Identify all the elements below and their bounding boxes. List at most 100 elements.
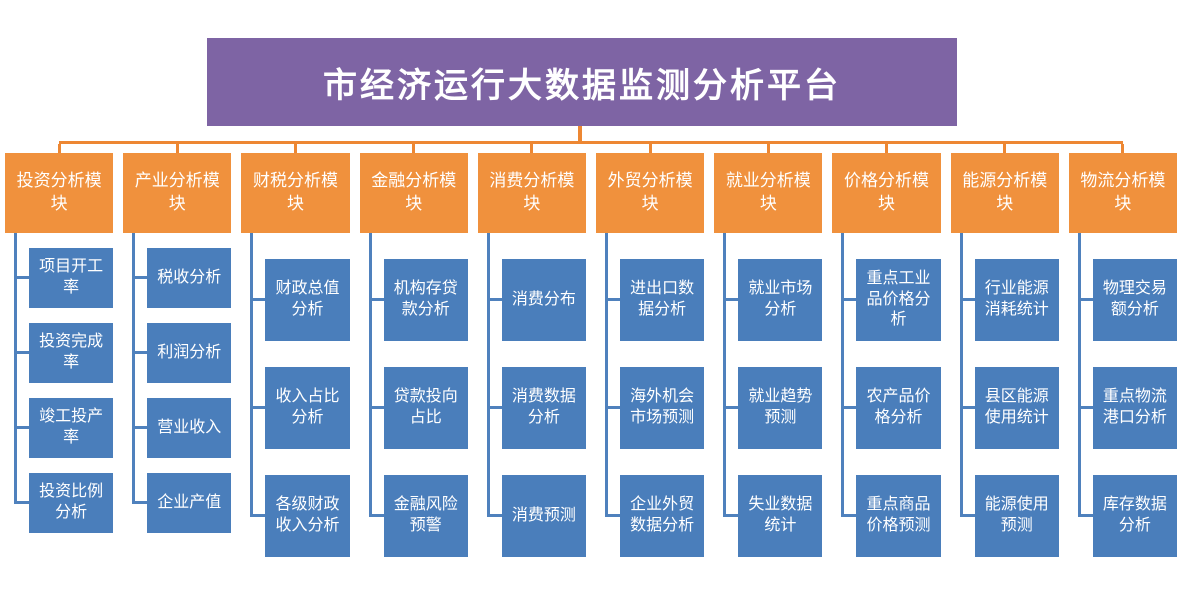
module-title: 产业分析模块 [134,171,220,213]
connector-rail [250,233,254,517]
connector-stub [57,144,61,153]
sub-item-wrap: 库存数据分析 [1077,475,1178,557]
sub-item: 营业收入 [147,398,232,458]
platform-title-banner: 市经济运行大数据监测分析平台 [207,38,957,126]
sub-item: 消费数据分析 [501,367,587,449]
sub-item-wrap: 进出口数据分析 [604,259,705,341]
sub-item: 进出口数据分析 [620,259,705,341]
sub-item-wrap: 企业外贸数据分析 [604,475,705,557]
module-header-fiscal-tax: 财税分析模块 [241,153,350,233]
module-items: 财政总值分析 收入占比分析 各级财政收入分析 [241,233,350,595]
module-header-price: 价格分析模块 [832,153,941,233]
module-items: 机构存贷款分析 贷款投向占比 金融风险预警 [360,233,468,595]
column-price: 价格分析模块 重点工业品价格分析 农产品价格分析 重点商品价格预测 [827,144,945,595]
sub-item-wrap: 行业能源消耗统计 [959,259,1059,341]
sub-item-wrap: 县区能源使用统计 [959,367,1059,449]
sub-item: 财政总值分析 [265,259,350,341]
sub-item-wrap: 就业市场分析 [723,259,823,341]
column-energy: 能源分析模块 行业能源消耗统计 县区能源使用统计 能源使用预测 [946,144,1064,595]
module-header-energy: 能源分析模块 [950,153,1059,233]
sub-item-wrap: 竣工投产率 [13,398,114,458]
column-fiscal-tax: 财税分析模块 财政总值分析 收入占比分析 各级财政收入分析 [236,144,354,595]
sub-item-wrap: 财政总值分析 [250,259,350,341]
connector-stub [412,144,416,153]
connector-stub [648,144,652,153]
sub-item: 失业数据统计 [738,475,823,557]
sub-item: 企业产值 [147,473,232,533]
connector-rail [368,233,372,517]
sub-item: 投资比例分析 [29,473,114,533]
connector-rail [959,233,963,517]
sub-item: 就业市场分析 [738,259,823,341]
sub-item: 重点物流港口分析 [1092,367,1178,449]
module-items: 消费分布 消费数据分析 消费预测 [478,233,587,595]
sub-item-wrap: 项目开工率 [13,248,114,308]
connector-rail [14,233,17,504]
sub-item: 各级财政收入分析 [265,475,350,557]
module-items: 项目开工率 投资完成率 竣工投产率 投资比例分析 [5,233,114,595]
module-items: 进出口数据分析 海外机会市场预测 企业外贸数据分析 [596,233,705,595]
column-foreign-trade: 外贸分析模块 进出口数据分析 海外机会市场预测 企业外贸数据分析 [591,144,709,595]
sub-item-wrap: 重点工业品价格分析 [841,259,941,341]
connector-stub [1121,144,1125,153]
sub-item-wrap: 重点物流港口分析 [1077,367,1178,449]
sub-item-wrap: 投资比例分析 [13,473,114,533]
sub-item-wrap: 收入占比分析 [250,367,350,449]
column-investment: 投资分析模块 项目开工率 投资完成率 竣工投产率 投资比例分析 [0,144,118,595]
sub-item: 收入占比分析 [265,367,350,449]
column-logistics: 物流分析模块 物理交易额分析 重点物流港口分析 库存数据分析 [1064,144,1182,595]
connector-rail [841,233,845,517]
module-title: 就业分析模块 [725,171,811,213]
sub-item-wrap: 贷款投向占比 [368,367,468,449]
sub-item: 消费分布 [501,259,587,341]
sub-item-wrap: 机构存贷款分析 [368,259,468,341]
sub-item-wrap: 消费数据分析 [486,367,587,449]
sub-item: 贷款投向占比 [383,367,468,449]
sub-item: 行业能源消耗统计 [974,259,1059,341]
connector-rail [605,233,609,517]
sub-item: 项目开工率 [29,248,114,308]
sub-item-wrap: 投资完成率 [13,323,114,383]
sub-item: 机构存贷款分析 [383,259,468,341]
module-title: 外贸分析模块 [607,171,693,213]
sub-item: 就业趋势预测 [738,367,823,449]
sub-item-wrap: 农产品价格分析 [841,367,941,449]
sub-item-wrap: 税收分析 [132,248,232,308]
module-title: 财税分析模块 [253,171,338,213]
module-columns: 投资分析模块 项目开工率 投资完成率 竣工投产率 投资比例分析 产业分析模块 税… [0,144,1182,595]
connector-rail [723,233,727,517]
module-title: 投资分析模块 [16,171,102,213]
module-title: 金融分析模块 [371,171,457,213]
sub-item-wrap: 重点商品价格预测 [841,475,941,557]
module-title: 物流分析模块 [1080,171,1166,213]
module-header-employment: 就业分析模块 [714,153,823,233]
connector-stub [294,144,297,153]
module-header-finance: 金融分析模块 [359,153,468,233]
sub-item-wrap: 各级财政收入分析 [250,475,350,557]
module-items: 重点工业品价格分析 农产品价格分析 重点商品价格预测 [832,233,941,595]
sub-item-wrap: 失业数据统计 [723,475,823,557]
sub-item-wrap: 物理交易额分析 [1077,259,1178,341]
module-header-foreign-trade: 外贸分析模块 [596,153,705,233]
sub-item: 重点商品价格预测 [856,475,941,557]
module-title: 能源分析模块 [962,171,1048,213]
connector-rail [1077,233,1081,517]
module-items: 就业市场分析 就业趋势预测 失业数据统计 [714,233,823,595]
module-title: 价格分析模块 [844,171,930,213]
module-header-investment: 投资分析模块 [5,153,114,233]
connector-stub [885,144,889,153]
sub-item-wrap: 消费分布 [486,259,587,341]
sub-item-wrap: 就业趋势预测 [723,367,823,449]
sub-item: 重点工业品价格分析 [856,259,941,341]
module-title: 消费分析模块 [489,171,575,213]
column-consumption: 消费分析模块 消费分布 消费数据分析 消费预测 [473,144,591,595]
connector-stub [530,144,534,153]
module-header-consumption: 消费分析模块 [477,153,587,233]
sub-item: 税收分析 [147,248,232,308]
sub-item: 能源使用预测 [974,475,1059,557]
sub-item: 库存数据分析 [1092,475,1178,557]
sub-item: 物理交易额分析 [1092,259,1178,341]
column-employment: 就业分析模块 就业市场分析 就业趋势预测 失业数据统计 [709,144,827,595]
connector-stub [1003,144,1007,153]
